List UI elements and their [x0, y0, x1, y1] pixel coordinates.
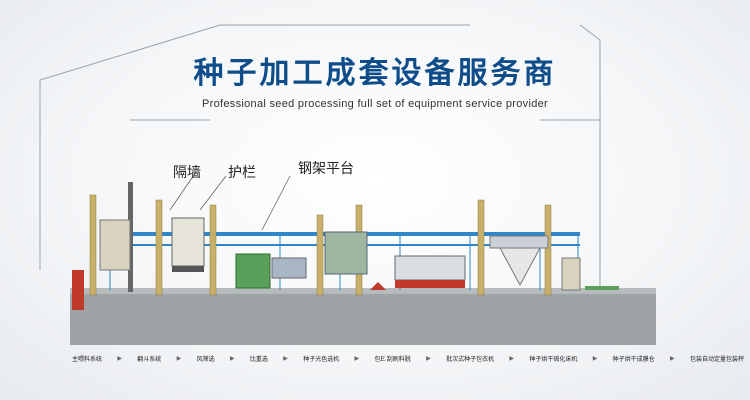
callout-partition-wall: 隔墙: [173, 165, 201, 181]
arrow-icon: ▶: [117, 354, 122, 362]
arrow-icon: ▶: [354, 354, 360, 362]
process-step: 包E 刮刷料脱: [374, 355, 411, 363]
process-step: 种子烘干硫化床机: [529, 355, 578, 363]
process-step: 种子光色选机: [303, 355, 340, 363]
arrow-icon: ▶: [283, 354, 288, 362]
floor-slab: [70, 293, 656, 345]
arrow-icon: ▶: [592, 354, 598, 362]
dryer-cone: [499, 247, 541, 287]
process-step: 翻斗系统: [137, 355, 162, 363]
arrow-icon: ▶: [176, 354, 182, 362]
decorative-lines: [39, 24, 601, 330]
process-step: 种子烘干成膜仓: [612, 355, 655, 363]
arrow-icon: ▶: [670, 354, 675, 362]
process-step: 批次式种子包衣机: [446, 355, 495, 363]
feed-silo: [99, 219, 131, 271]
callout-leaders: [169, 171, 291, 231]
page-subtitle: Professional seed processing full set of…: [202, 98, 548, 110]
callout-guardrail: 护栏: [228, 165, 256, 181]
process-step: 风筛选: [196, 355, 215, 363]
page-heading: 种子加工成套设备服务商 Professional seed processing…: [0, 48, 750, 110]
arrow-icon: ▶: [509, 354, 515, 362]
red-hopper: [370, 282, 386, 290]
packing-scale: [561, 257, 581, 291]
process-step: 主喂料系统: [72, 355, 103, 363]
intake-hopper-red: [72, 270, 84, 310]
floor-top: [70, 288, 656, 294]
arrow-icon: ▶: [229, 354, 235, 362]
process-step: 包装自动定量包装秤: [689, 355, 744, 363]
air-screen-cleaner: [171, 217, 205, 267]
process-steps: 主喂料系统 ▶ 翻斗系统 ▶ 风筛选 ▶ 比重选 ▶ 种子光色选机 ▶ 包E 刮…: [72, 352, 744, 364]
page-title: 种子加工成套设备服务商: [193, 56, 557, 91]
color-sorter: [324, 231, 368, 275]
conveyor-unit: [271, 257, 307, 279]
coating-machines: [394, 255, 466, 281]
bucket-elevators: [89, 194, 552, 296]
callout-steel-platform: 钢架平台: [298, 161, 354, 177]
gravity-separator: [235, 253, 271, 289]
process-step: 比重选: [249, 355, 268, 363]
arrow-icon: ▶: [426, 354, 431, 362]
